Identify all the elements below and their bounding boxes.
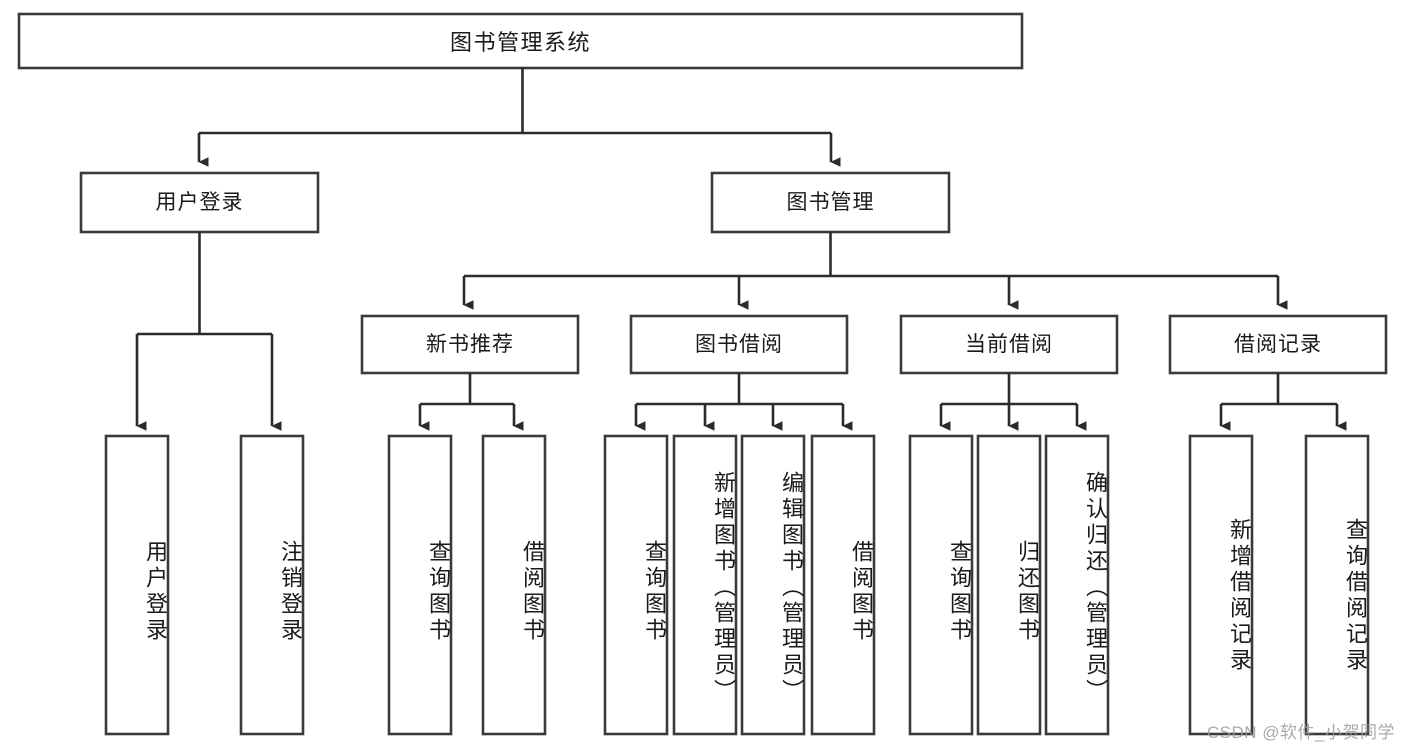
node-leaf-add-book[interactable] [672,434,738,736]
node-leaf-query-book-2[interactable] [603,434,669,736]
node-leaf-return-book[interactable] [976,434,1042,736]
node-book-borrow[interactable] [629,314,849,375]
node-leaf-add-record[interactable] [1188,434,1254,736]
node-leaf-query-book-3[interactable] [908,434,974,736]
node-leaf-confirm-return[interactable] [1044,434,1110,736]
node-leaf-logout-login[interactable] [239,434,305,736]
node-leaf-borrow-book-1[interactable] [481,434,547,736]
node-root-book-management-system[interactable] [17,12,1024,70]
node-leaf-query-record[interactable] [1304,434,1370,736]
node-leaf-user-login[interactable] [104,434,170,736]
node-leaf-edit-book[interactable] [740,434,806,736]
node-new-book-recommend[interactable] [360,314,580,375]
node-leaf-borrow-book-2[interactable] [810,434,876,736]
node-current-borrow[interactable] [899,314,1119,375]
node-book-management[interactable] [710,171,951,234]
node-user-login[interactable] [79,171,320,234]
node-leaf-query-book-1[interactable] [387,434,453,736]
node-borrow-record[interactable] [1168,314,1388,375]
